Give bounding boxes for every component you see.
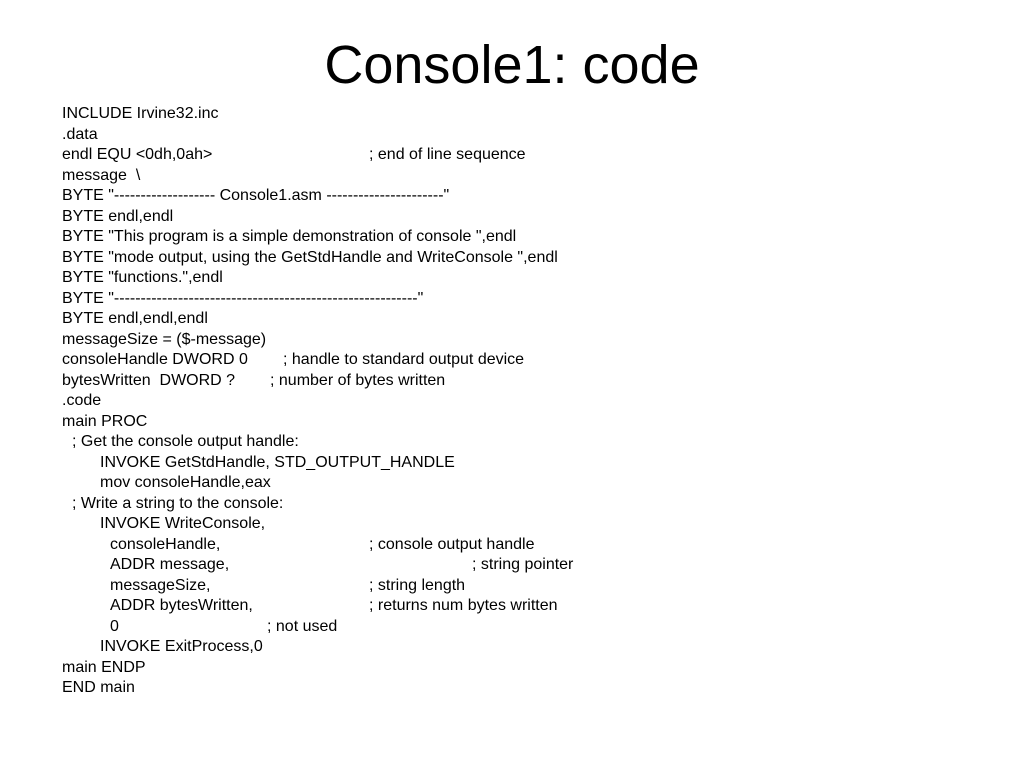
code-text: .code xyxy=(62,392,102,409)
code-text: BYTE "functions.",endl xyxy=(62,269,223,286)
code-comment: ; returns num bytes written xyxy=(369,597,558,614)
code-text: endl EQU <0dh,0ah> xyxy=(62,146,213,163)
code-text: messageSize = ($-message) xyxy=(62,330,267,348)
code-text: END main xyxy=(62,679,135,696)
code-text: ADDR message, xyxy=(110,556,230,573)
code-text: BYTE endl,endl,endl xyxy=(62,310,208,327)
code-text: main PROC xyxy=(62,412,148,430)
code-text: BYTE endl,endl xyxy=(62,207,174,225)
code-text: 0 xyxy=(110,617,119,635)
code-text: BYTE "----------------------------------… xyxy=(62,289,424,307)
code-text: BYTE "mode output, using the GetStdHandl… xyxy=(62,248,558,266)
code-comment: ; end of line sequence xyxy=(369,146,526,163)
code-text: ; Get the console output handle: xyxy=(72,433,299,450)
code-text: INCLUDE Irvine32.inc xyxy=(62,105,219,122)
code-comment: ; not used xyxy=(267,617,338,635)
code-text: consoleHandle, xyxy=(110,535,221,553)
code-text: messageSize, xyxy=(110,576,211,594)
code-text: BYTE "------------------- Console1.asm -… xyxy=(62,187,450,204)
code-comment: ; number of bytes written xyxy=(270,371,446,389)
code-comment: ; handle to standard output device xyxy=(283,351,525,368)
code-comment: ; console output handle xyxy=(369,535,535,553)
code-text: message \ xyxy=(62,166,141,184)
code-text: INVOKE WriteConsole, xyxy=(100,515,266,532)
code-text: ADDR bytesWritten, xyxy=(110,597,253,614)
code-text: .data xyxy=(62,125,98,143)
code-text: bytesWritten DWORD ? xyxy=(62,371,236,389)
code-comment: ; string pointer xyxy=(472,556,574,573)
slide-title: Console1: code xyxy=(324,35,700,95)
code-text: BYTE "This program is a simple demonstra… xyxy=(62,228,517,245)
code-text: main ENDP xyxy=(62,658,146,676)
code-text: mov consoleHandle,eax xyxy=(100,474,271,491)
code-text: INVOKE GetStdHandle, STD_OUTPUT_HANDLE xyxy=(100,453,455,471)
code-text: ; Write a string to the console: xyxy=(72,494,284,512)
code-text: consoleHandle DWORD 0 xyxy=(62,351,248,368)
code-comment: ; string length xyxy=(369,576,466,594)
code-text: INVOKE ExitProcess,0 xyxy=(100,638,263,655)
